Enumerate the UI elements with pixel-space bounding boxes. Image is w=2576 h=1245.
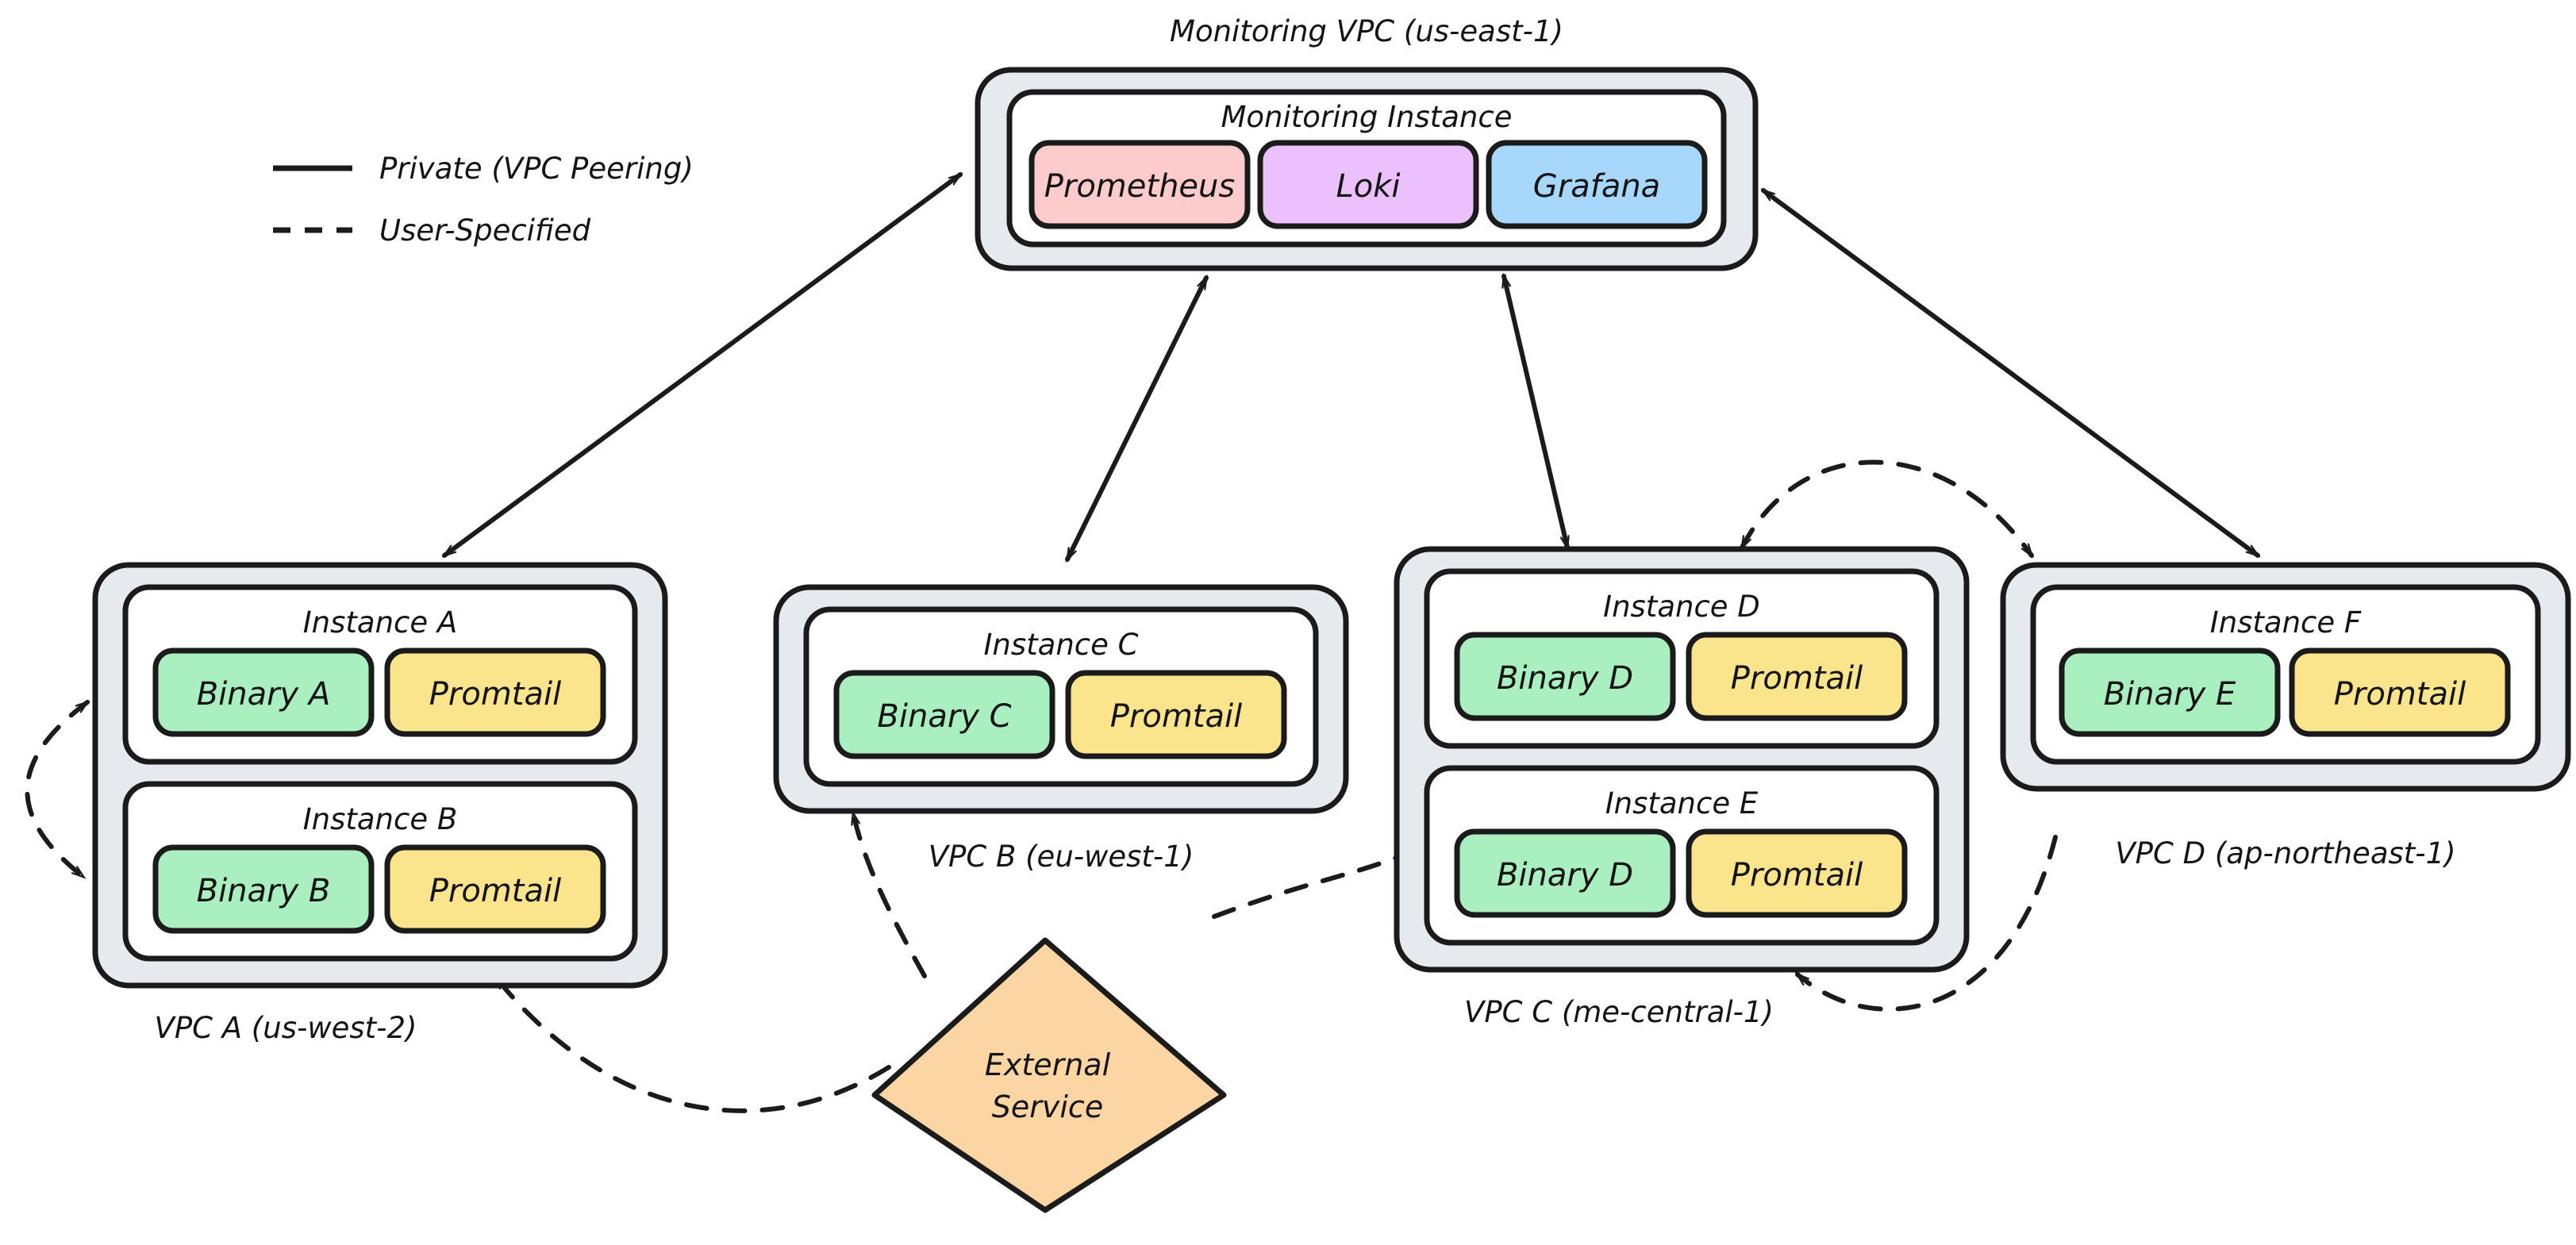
service-label-grafana: Grafana <box>1533 168 1660 205</box>
edge-vpcb-monitoring <box>1065 278 1209 559</box>
instance-e-agent-label: Promtail <box>1731 857 1863 893</box>
instance-d-binary-box[interactable] <box>1454 632 1676 721</box>
instance-e-agent-box[interactable] <box>1686 828 1908 918</box>
service-box-loki[interactable] <box>1257 140 1479 229</box>
vpc-d-label: VPC D (ap-northeast-1) <box>2115 836 2455 870</box>
external-service-diamond[interactable] <box>871 937 1227 1213</box>
instance-c-binary-box[interactable] <box>833 670 1055 759</box>
vpc-a-label: VPC A (us-west-2) <box>155 1011 417 1045</box>
instance-a-binary-box[interactable] <box>152 647 375 737</box>
monitoring-vpc[interactable]: Monitoring Instance Prometheus Loki Graf… <box>975 14 1759 271</box>
external-service[interactable]: External Service <box>871 937 1227 1213</box>
service-label-loki: Loki <box>1336 168 1400 205</box>
instance-d-binary-label: Binary D <box>1497 660 1633 697</box>
edge-external-vpcb <box>851 813 927 978</box>
edge-vpcc-vpcd-upper <box>1740 459 2034 555</box>
instance-f-agent-box[interactable] <box>2289 647 2511 737</box>
instance-e-label: Instance E <box>1605 786 1759 820</box>
service-box-grafana[interactable] <box>1486 140 1708 229</box>
instance-e-binary-label: Binary D <box>1497 857 1633 893</box>
instance-c-agent-label: Promtail <box>1110 698 1242 735</box>
external-service-label-line2: Service <box>992 1089 1103 1124</box>
instance-c-label: Instance C <box>984 628 1139 662</box>
vpc-d[interactable]: Instance F Binary E Promtail VPC D (ap-n… <box>2000 562 2571 870</box>
instance-f-binary-label: Binary E <box>2104 676 2236 713</box>
instance-b-agent-box[interactable] <box>384 844 606 934</box>
monitoring-vpc-label: Monitoring VPC (us-east-1) <box>1170 14 1563 48</box>
edge-vpca-monitoring <box>444 172 960 558</box>
service-label-prometheus: Prometheus <box>1044 168 1235 205</box>
vpc-c-label: VPC C (me-central-1) <box>1464 995 1774 1029</box>
edge-vpcd-monitoring <box>1763 188 2258 558</box>
instance-a-label: Instance A <box>303 605 457 640</box>
instance-e-binary-box[interactable] <box>1454 828 1676 918</box>
instance-a-agent-label: Promtail <box>429 676 561 713</box>
edge-external-vpca <box>494 978 891 1113</box>
instance-f-binary-box[interactable] <box>2059 647 2281 737</box>
vpc-a[interactable]: Instance A Binary A Promtail Instance B … <box>92 562 668 1045</box>
legend-label-private: Private (VPC Peering) <box>379 152 694 186</box>
edge-layer <box>25 172 2258 1113</box>
edge-external-vpcc <box>1212 851 1409 919</box>
instance-a-binary-label: Binary A <box>197 676 331 713</box>
instance-b-binary-box[interactable] <box>152 844 375 934</box>
service-box-prometheus[interactable] <box>1028 140 1251 229</box>
instance-b-binary-label: Binary B <box>197 873 331 909</box>
instance-d-label: Instance D <box>1603 590 1760 624</box>
instance-b-agent-label: Promtail <box>429 873 561 909</box>
vpc-c[interactable]: Instance D Binary D Promtail Instance E … <box>1394 546 1970 1029</box>
instance-c-binary-label: Binary C <box>877 698 1011 735</box>
instance-a-agent-box[interactable] <box>384 647 606 737</box>
vpc-b[interactable]: Instance C Binary C Promtail VPC B (eu-w… <box>773 584 1349 874</box>
vpc-b-label: VPC B (eu-west-1) <box>929 840 1194 874</box>
edge-monitoring-vpcc <box>1501 276 1570 548</box>
legend: Private (VPC Peering) User-Specified <box>273 152 694 248</box>
instance-c-agent-box[interactable] <box>1065 670 1287 759</box>
external-service-label-line1: External <box>985 1047 1111 1082</box>
edge-instancea-instanceb <box>25 700 87 879</box>
instance-d-agent-box[interactable] <box>1686 632 1908 721</box>
instance-f-agent-label: Promtail <box>2334 676 2466 713</box>
edge-vpcd-vpcc-lower <box>1797 835 2058 1012</box>
instance-d-agent-label: Promtail <box>1731 660 1863 697</box>
instance-f-label: Instance F <box>2210 605 2362 640</box>
monitoring-instance-label: Monitoring Instance <box>1221 100 1512 134</box>
instance-b-label: Instance B <box>303 802 458 836</box>
legend-label-user-specified: User-Specified <box>379 213 591 248</box>
